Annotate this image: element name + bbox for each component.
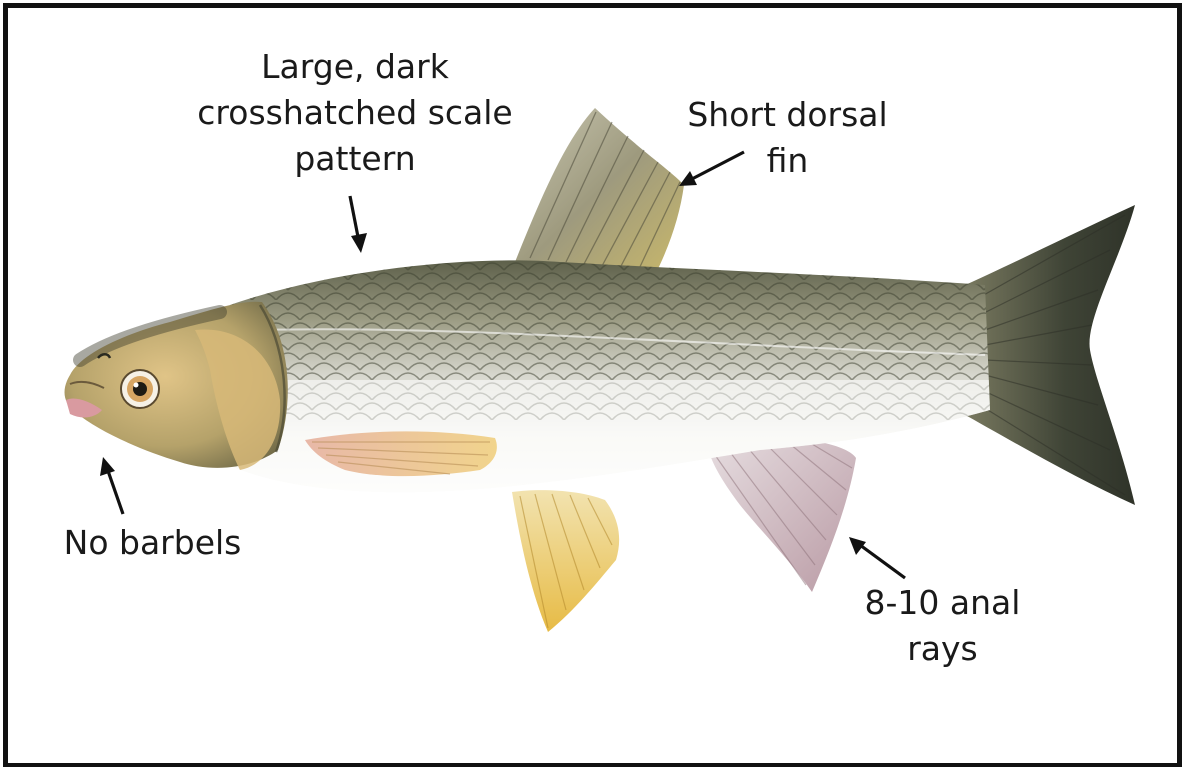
dorsal-fin: [515, 108, 684, 275]
anal-fin: [708, 440, 856, 592]
label-dorsal-fin: Short dorsal fin: [665, 92, 910, 184]
arrow-anal-rays: [849, 537, 905, 578]
arrow-barbels: [100, 457, 123, 514]
fish-eye: [121, 370, 159, 408]
label-scale-pattern: Large, dark crosshatched scale pattern: [170, 44, 540, 182]
arrow-scale-pattern: [350, 196, 367, 253]
label-barbels: No barbels: [45, 520, 260, 566]
pelvic-fin: [512, 490, 619, 632]
label-anal-rays: 8-10 anal rays: [845, 580, 1040, 672]
